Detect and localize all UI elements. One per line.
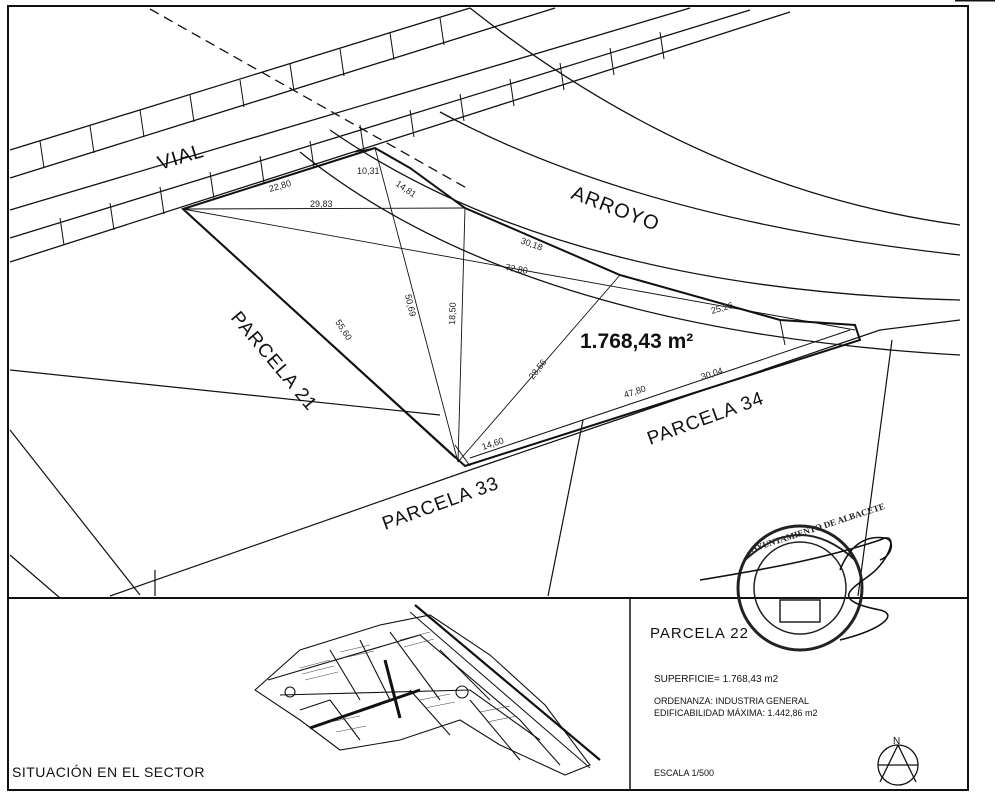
arroyo-stream xyxy=(299,7,961,356)
dimension-label: 72,80 xyxy=(505,262,529,276)
dimension-label: 14,60 xyxy=(481,435,506,451)
vial-road xyxy=(9,7,791,263)
north-label: N xyxy=(893,736,900,747)
situation-caption: SITUACIÓN EN EL SECTOR xyxy=(12,764,205,780)
north-arrow-icon xyxy=(877,744,919,786)
official-stamp: AYUNTAMIENTO DE ALBACETE xyxy=(736,501,886,652)
vial-tiles xyxy=(39,17,665,246)
info-parcel-title: PARCELA 22 xyxy=(650,625,749,642)
dimension-label: 29,83 xyxy=(310,199,333,209)
dimension-label: 25,26 xyxy=(710,300,734,316)
dimension-label: 47,80 xyxy=(623,383,648,399)
info-edificabilidad: EDIFICABILIDAD MÁXIMA: 1.442,86 m2 xyxy=(654,708,818,718)
signature xyxy=(699,536,893,641)
vial-label: VIAL xyxy=(155,140,207,175)
parcela-34-label: PARCELA 34 xyxy=(645,388,767,450)
map-frame xyxy=(7,0,995,791)
dimension-label: 55,60 xyxy=(333,318,354,342)
info-escala: ESCALA 1/500 xyxy=(654,768,714,778)
arroyo-label: ARROYO xyxy=(568,182,662,236)
parcel-polygon xyxy=(181,146,862,468)
dimension-label: 30,18 xyxy=(519,235,544,252)
dimension-label: 30,04 xyxy=(700,365,725,381)
situation-map xyxy=(254,604,601,776)
situation-hatching xyxy=(299,631,518,733)
dimension-label: 14,81 xyxy=(394,178,418,199)
info-ordenanza: ORDENANZA: INDUSTRIA GENERAL xyxy=(654,696,809,706)
dimension-label: 18,50 xyxy=(447,302,458,325)
info-superficie: SUPERFICIE= 1.768,43 m2 xyxy=(654,674,779,685)
parcela-21-label: PARCELA 21 xyxy=(226,308,321,415)
parcela-33-label: PARCELA 33 xyxy=(380,473,502,535)
parcel-area-label: 1.768,43 m² xyxy=(580,330,693,353)
dimension-label: 50,69 xyxy=(403,293,418,317)
dimension-label: 10,31 xyxy=(357,166,380,176)
